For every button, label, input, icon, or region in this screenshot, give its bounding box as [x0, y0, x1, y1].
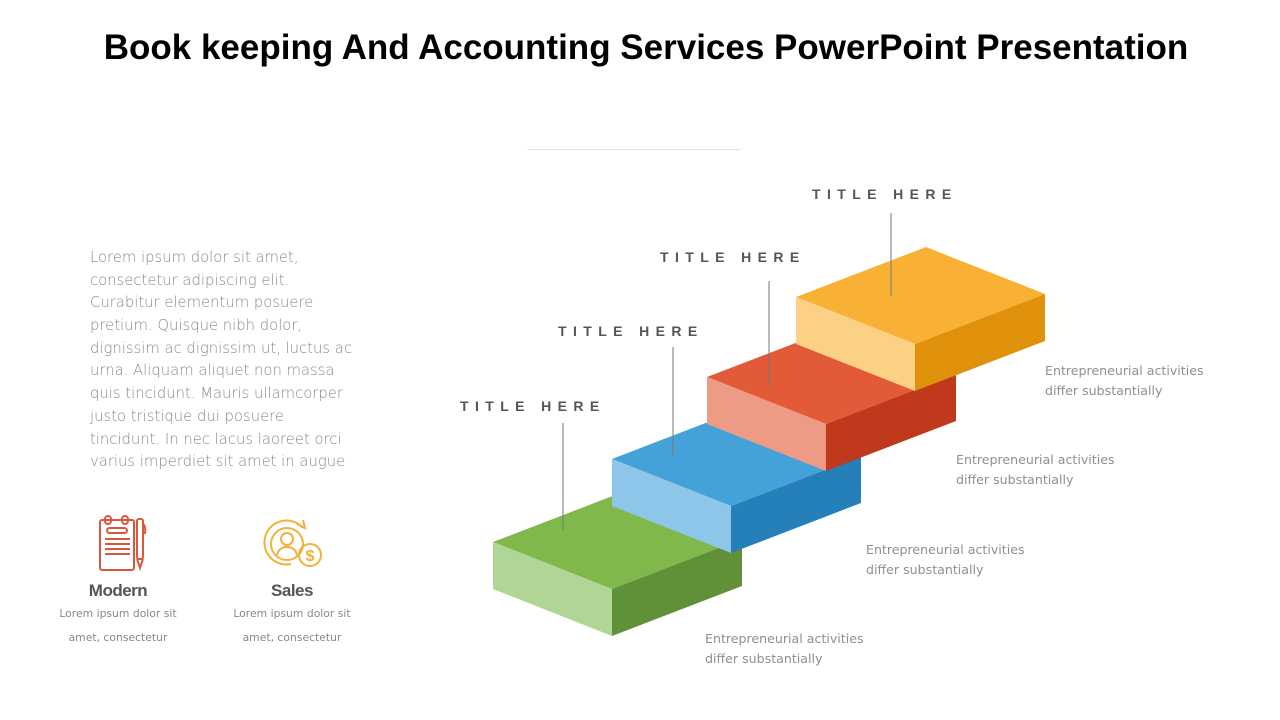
paragraph-line: urna. Aliquam aliquet non massa — [90, 362, 335, 380]
step-2-front-face — [612, 459, 731, 553]
paragraph-line: dignissim ac dignissim ut, luctus ac — [90, 339, 352, 357]
step-3-description: Entrepreneurial activities differ substan… — [956, 450, 1115, 489]
paragraph-line: tincidunt. In nec lacus laoreet orci — [90, 430, 342, 448]
desc-line: differ substantially — [956, 471, 1074, 487]
feature-modern: Modern Lorem ipsum dolor sit amet, conse… — [43, 514, 193, 650]
desc-line: Entrepreneurial activities — [705, 631, 864, 646]
step-4-title: TITLE HERE — [812, 186, 958, 202]
step-3-front-face — [707, 377, 826, 471]
step-2-title: TITLE HERE — [558, 323, 704, 339]
step-2-description: Entrepreneurial activities differ substan… — [866, 540, 1025, 579]
feature-desc-line: Lorem ipsum dolor sit — [59, 607, 177, 620]
step-3-title: TITLE HERE — [660, 249, 806, 265]
desc-line: Entrepreneurial activities — [956, 452, 1115, 467]
feature-desc-line: amet, consectetur — [242, 631, 342, 644]
customer-dollar-cycle-icon: $ — [217, 514, 367, 576]
step-1-side-face — [612, 539, 742, 636]
step-1-title: TITLE HERE — [460, 398, 606, 414]
paragraph-line: consectetur adipiscing elit. — [90, 271, 290, 289]
step-1-description: Entrepreneurial activities differ substan… — [705, 629, 864, 668]
feature-sales: $ Sales Lorem ipsum dolor sit amet, cons… — [217, 514, 367, 650]
feature-name: Modern — [88, 581, 148, 600]
desc-line: differ substantially — [1045, 382, 1163, 398]
feature-desc: Lorem ipsum dolor sit amet, consectetur — [217, 602, 367, 650]
step-4-side-face — [915, 294, 1045, 391]
step-2-side-face — [731, 456, 861, 553]
desc-line: differ substantially — [866, 561, 984, 577]
desc-line: Entrepreneurial activities — [1045, 363, 1204, 378]
body-paragraph: Lorem ipsum dolor sit amet, consectetur … — [90, 247, 352, 474]
desc-line: Entrepreneurial activities — [866, 542, 1025, 557]
paragraph-line: Curabitur elementum posuere — [90, 294, 314, 312]
paragraph-line: justo tristique dui posuere — [90, 407, 285, 425]
notepad-pencil-icon — [43, 514, 193, 576]
desc-line: differ substantially — [705, 650, 823, 666]
paragraph-line: pretium. Quisque nibh dolor, — [90, 317, 303, 335]
paragraph-line: quis tincidunt. Mauris ullamcorper — [90, 385, 343, 403]
step-4-top-face — [796, 247, 1045, 344]
slide-title: Book keeping And Accounting Services Pow… — [103, 28, 1189, 67]
feature-desc-line: amet, consectetur — [68, 631, 168, 644]
paragraph-line: varius imperdiet sit amet in augue — [90, 453, 346, 471]
step-4-front-face — [796, 297, 915, 391]
feature-name: Sales — [271, 581, 313, 600]
divider-line — [527, 149, 741, 150]
step-4-description: Entrepreneurial activities differ substan… — [1045, 361, 1204, 400]
step-3-side-face — [826, 374, 956, 471]
feature-desc-line: Lorem ipsum dolor sit — [233, 607, 351, 620]
feature-desc: Lorem ipsum dolor sit amet, consectetur — [43, 602, 193, 650]
paragraph-line: Lorem ipsum dolor sit amet, — [90, 249, 299, 266]
step-1-front-face — [493, 542, 612, 636]
svg-text:$: $ — [306, 548, 315, 565]
